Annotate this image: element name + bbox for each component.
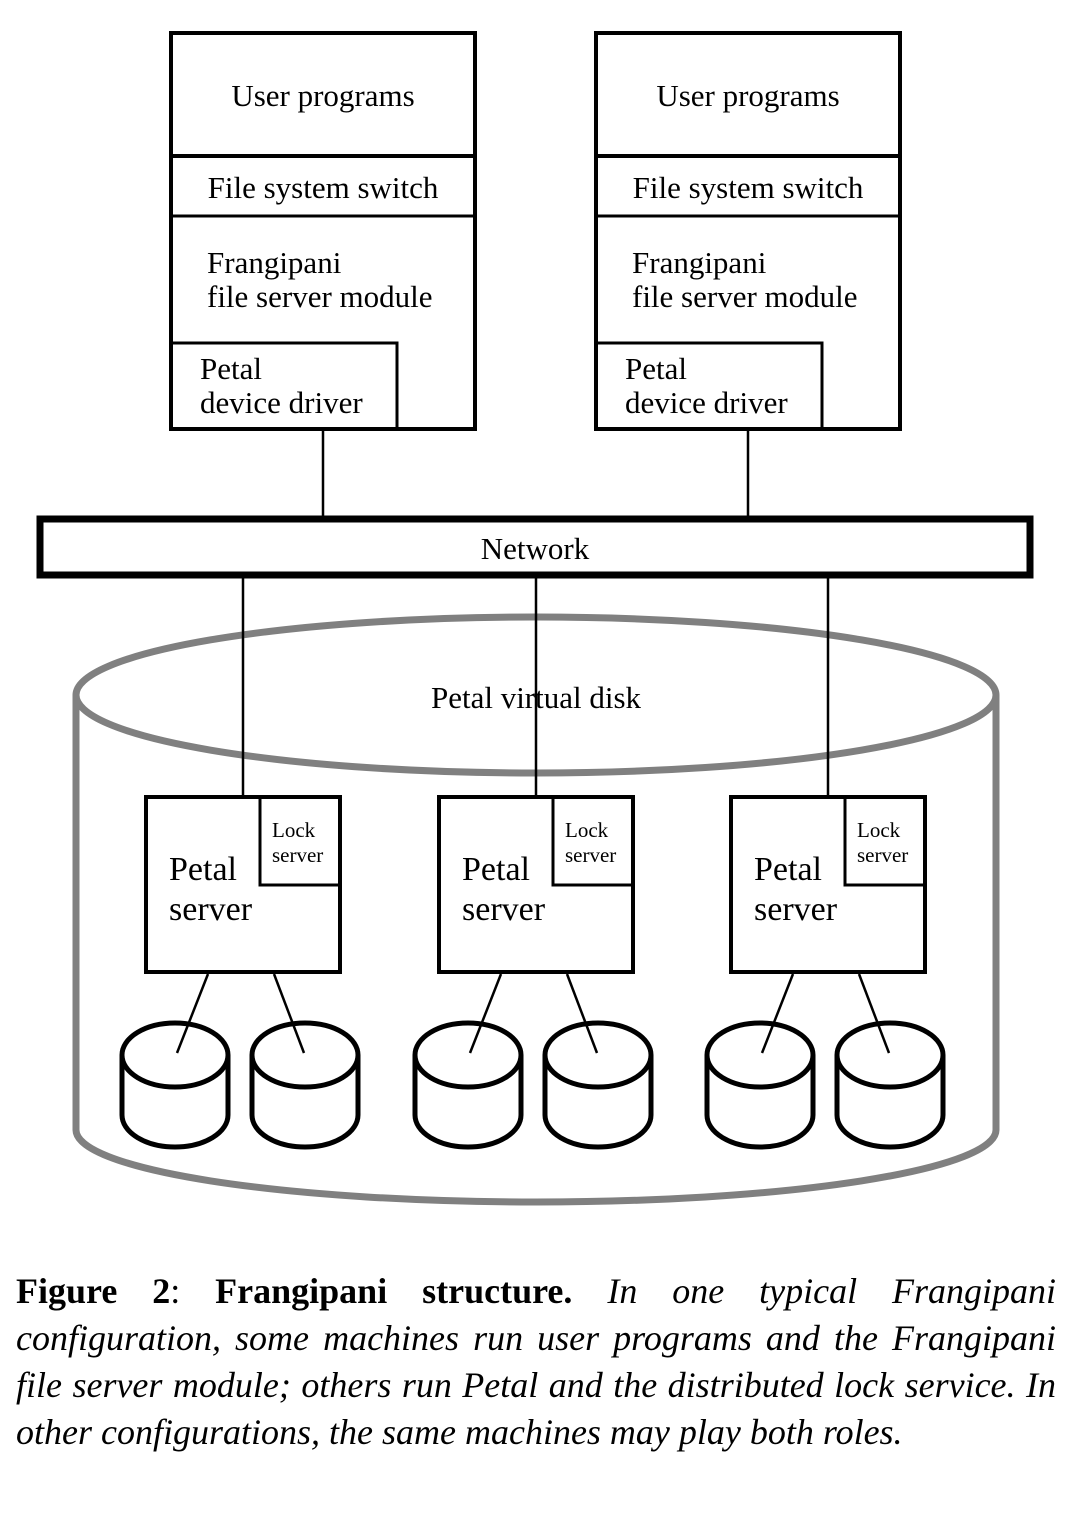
petal-server-1: Lock server Petal server <box>144 795 342 974</box>
network-bar: Network <box>36 515 1034 579</box>
physical-disks <box>119 1020 946 1150</box>
user-programs-label: User programs <box>231 78 414 113</box>
server-label-line1: Petal <box>754 851 822 888</box>
server-label-line2: server <box>754 891 838 928</box>
petal-server-2: Lock server Petal server <box>437 795 635 974</box>
disk-link <box>175 973 210 1054</box>
lock-server-box <box>258 795 342 887</box>
client-machine-2: User programs File system switch Frangip… <box>594 31 902 431</box>
network-label: Network <box>481 531 590 566</box>
lock-server-box <box>551 795 635 887</box>
petal-device-driver-box <box>169 341 399 431</box>
fs-module-label-line1: Frangipani <box>207 245 342 280</box>
user-programs-label: User programs <box>656 78 839 113</box>
lock-server-label-line2: server <box>857 843 908 867</box>
network-box <box>36 515 1034 579</box>
server-label-line2: server <box>169 891 253 928</box>
lock-server-label-line1: Lock <box>272 818 316 842</box>
fs-module-label-line2: file server module <box>207 279 433 314</box>
disk-link <box>468 973 503 1054</box>
disk-icon <box>704 1020 816 1150</box>
server-label-line1: Petal <box>169 851 237 888</box>
fs-switch-label: File system switch <box>633 170 864 205</box>
caption-title: Frangipani structure. <box>215 1271 573 1311</box>
lock-server-label-line1: Lock <box>857 818 901 842</box>
caption-body: In one typical Frangipani configuration,… <box>16 1271 1056 1452</box>
disk-icon <box>119 1020 231 1150</box>
lock-server-label-line1: Lock <box>565 818 609 842</box>
disk-link <box>272 973 306 1054</box>
driver-label-line1: Petal <box>200 351 262 386</box>
disk-icon <box>542 1020 654 1150</box>
disk-icon <box>249 1020 361 1150</box>
caption-separator: : <box>170 1271 216 1311</box>
fs-switch-label: File system switch <box>208 170 439 205</box>
disk-link <box>565 973 599 1054</box>
lock-server-label-line2: server <box>272 843 323 867</box>
client-machine-1: User programs File system switch Frangip… <box>169 31 477 431</box>
driver-label-line1: Petal <box>625 351 687 386</box>
disk-link <box>760 973 795 1054</box>
disk-links <box>175 973 891 1054</box>
driver-label-line2: device driver <box>200 385 363 420</box>
petal-device-driver-box <box>594 341 824 431</box>
disk-icon <box>834 1020 946 1150</box>
fs-module-label-line2: file server module <box>632 279 858 314</box>
server-label-line1: Petal <box>462 851 530 888</box>
lock-server-label-line2: server <box>565 843 616 867</box>
frangipani-structure-diagram: Petal virtual disk User programs File sy… <box>36 31 1034 1206</box>
lock-server-box <box>843 795 927 887</box>
figure-caption: Figure 2: Frangipani structure. In one t… <box>16 1268 1056 1456</box>
caption-figure-label: Figure 2 <box>16 1271 171 1311</box>
petal-server-3: Lock server Petal server <box>729 795 927 974</box>
virtual-disk-body <box>72 695 1000 1206</box>
driver-label-line2: device driver <box>625 385 788 420</box>
fs-module-label-line1: Frangipani <box>632 245 767 280</box>
disk-icon <box>412 1020 524 1150</box>
server-label-line2: server <box>462 891 546 928</box>
disk-link <box>857 973 891 1054</box>
